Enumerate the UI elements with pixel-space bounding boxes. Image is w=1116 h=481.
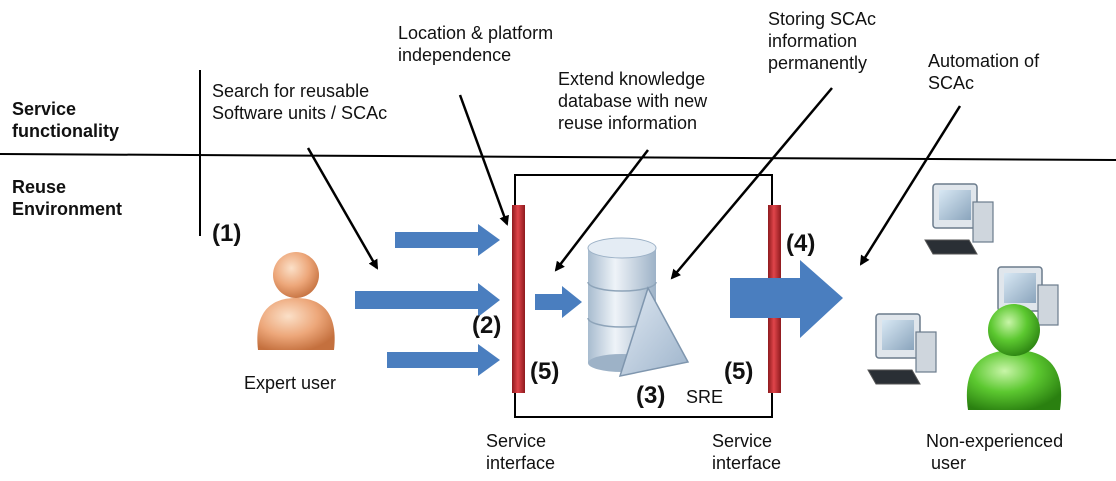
step-marker-2: (2) xyxy=(472,312,502,339)
step-marker-5-right: (5) xyxy=(724,358,754,385)
section-label-reuse-environment: Reuse Environment xyxy=(12,177,123,219)
horizontal-separator xyxy=(0,153,1116,161)
service-interface-bar-left xyxy=(512,205,525,393)
expert-user-label: Expert user xyxy=(244,373,337,393)
annotation-arrow-storing xyxy=(670,87,833,280)
flow-arrow-3 xyxy=(387,344,500,376)
annotation-automation: Automation of SCAc xyxy=(928,51,1040,93)
flow-arrow-1 xyxy=(395,224,500,256)
annotation-arrow-extend xyxy=(554,149,649,272)
flow-arrow-output xyxy=(730,260,843,338)
expert-user-icon xyxy=(257,252,335,350)
service-interface-label-left: Service interface xyxy=(486,431,556,473)
sre-label: SRE xyxy=(686,387,724,407)
computer-icon xyxy=(867,313,937,385)
non-experienced-user-label: Non-experienced user xyxy=(926,431,1064,473)
annotation-arrow-location xyxy=(458,94,509,226)
flow-arrow-2 xyxy=(355,283,500,317)
computer-icon xyxy=(924,183,994,255)
flow-arrow-db xyxy=(535,286,582,318)
step-marker-4: (4) xyxy=(786,230,816,257)
annotation-extend: Extend knowledge database with new reuse… xyxy=(558,69,708,133)
step-marker-3: (3) xyxy=(636,382,666,409)
step-marker-5-left: (5) xyxy=(530,358,560,385)
database-icon xyxy=(587,237,690,377)
annotation-arrow-automation xyxy=(859,105,962,266)
step-marker-1: (1) xyxy=(212,220,242,247)
annotation-arrow-search xyxy=(306,147,379,270)
annotation-storing: Storing SCAc information permanently xyxy=(768,9,877,73)
non-experienced-user-icon xyxy=(966,304,1062,410)
computer-icon xyxy=(997,266,1059,326)
service-interface-label-right: Service interface xyxy=(712,431,782,473)
annotation-search: Search for reusable Software units / SCA… xyxy=(212,81,388,123)
section-label-service-functionality: Service functionality xyxy=(12,99,119,141)
annotation-location: Location & platform independence xyxy=(398,23,554,65)
